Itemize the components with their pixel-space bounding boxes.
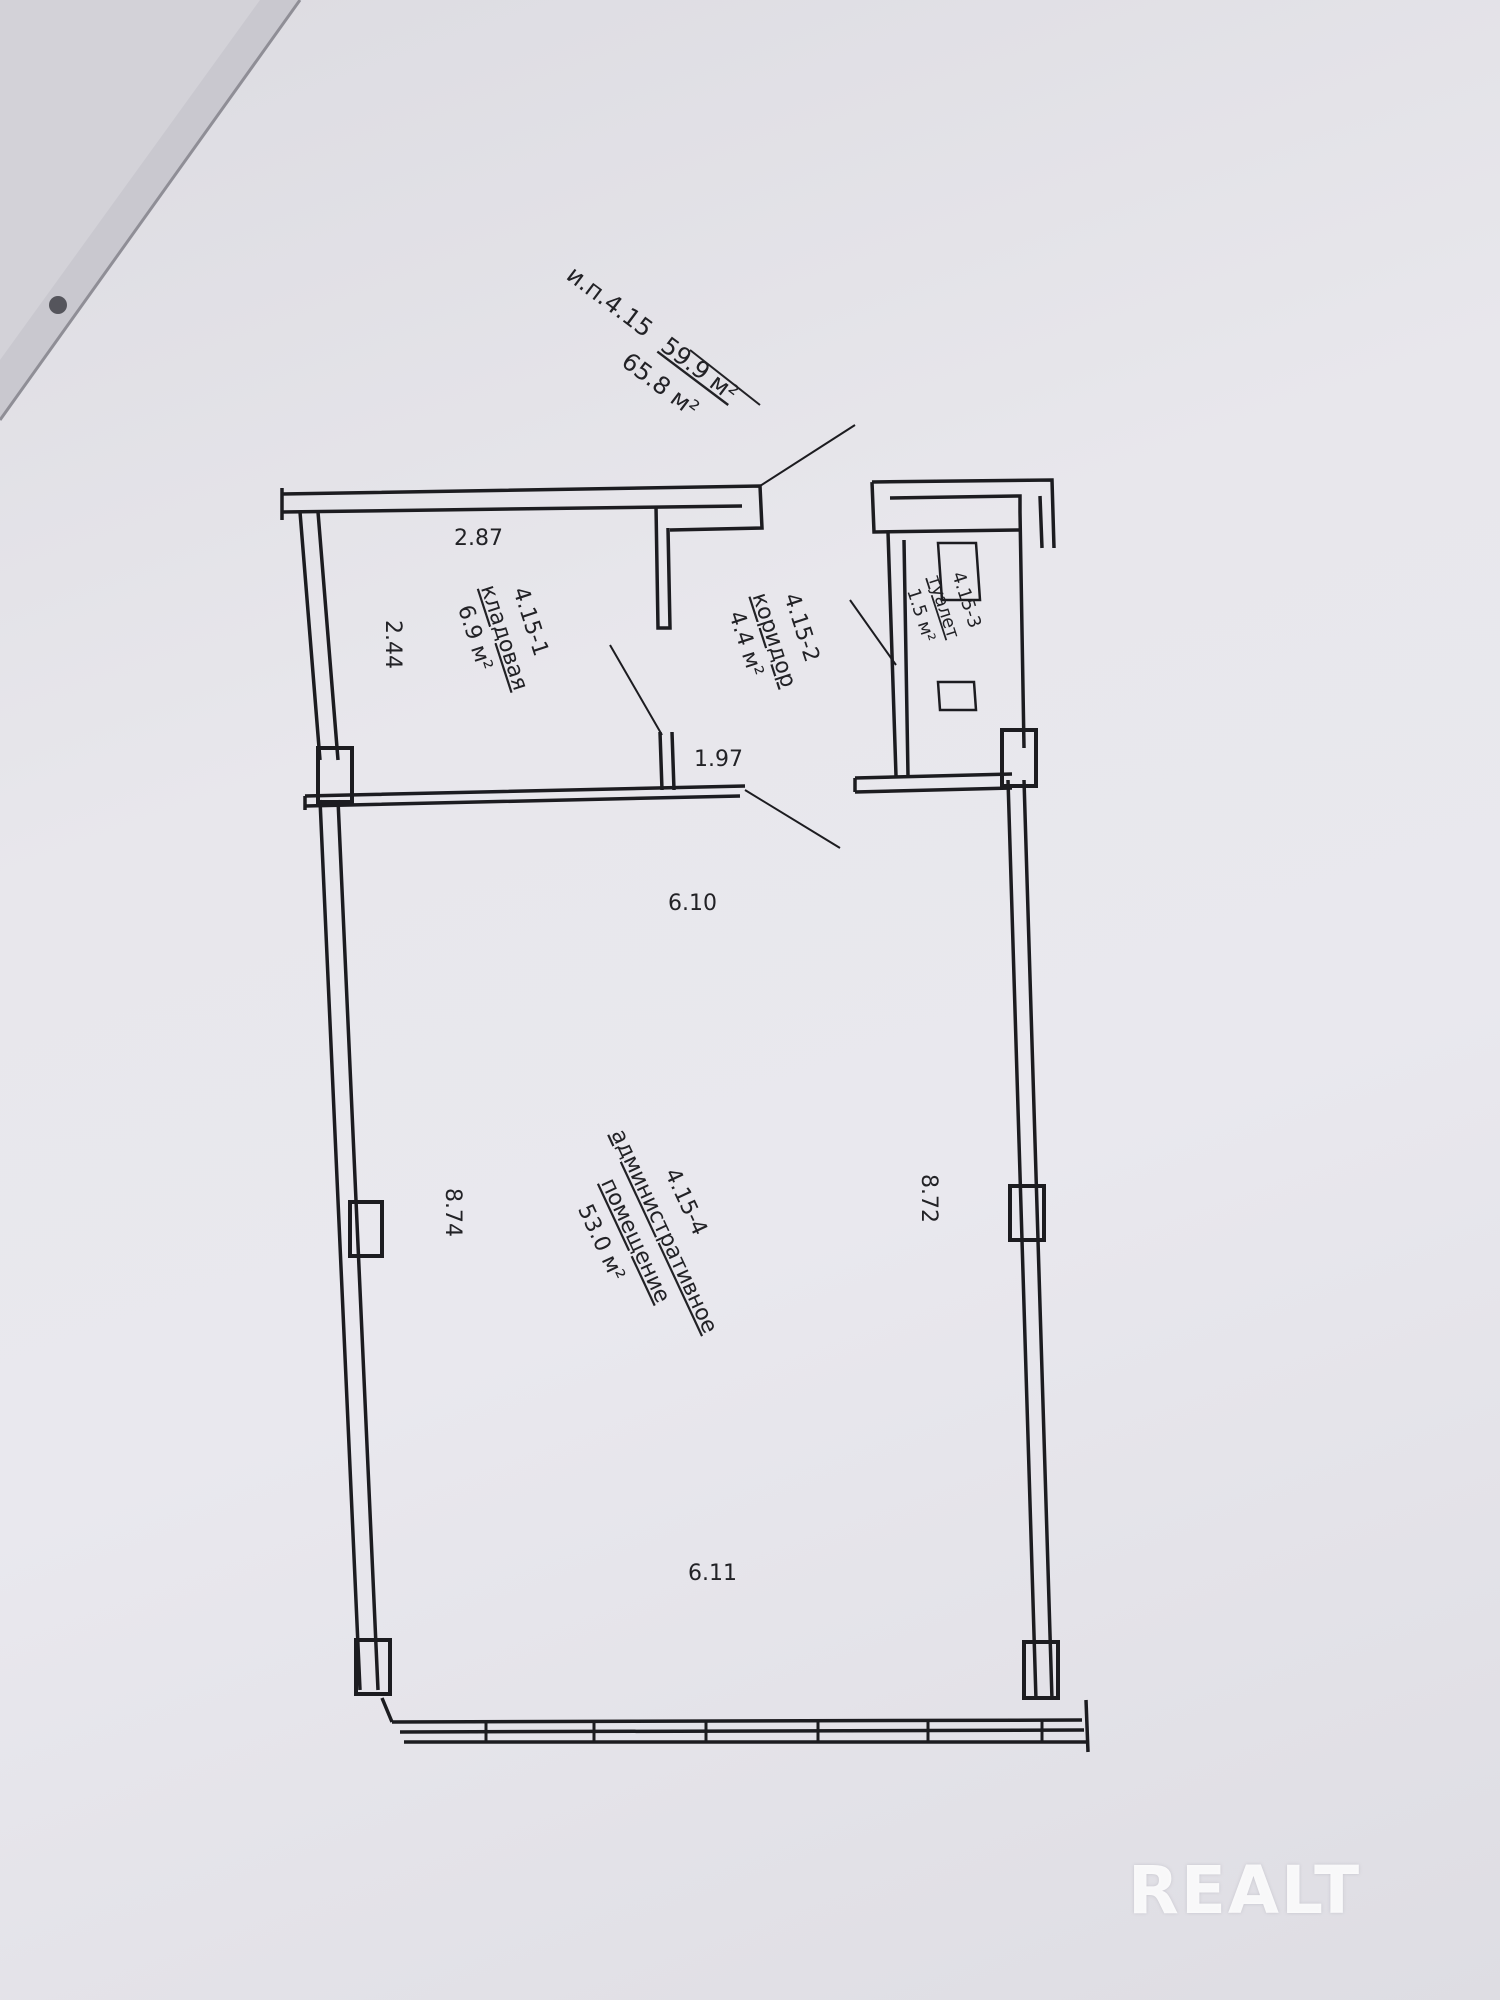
window-mullions <box>484 1721 1044 1742</box>
room-toilet: 4.15-3 туалет 1.5 м² <box>902 569 985 645</box>
wall-left-storage <box>298 511 340 761</box>
column <box>354 1638 392 1696</box>
toilet-fixture <box>936 541 982 602</box>
wall-toilet <box>870 478 1056 749</box>
toilet-cistern <box>936 680 978 712</box>
storage-door-jamb <box>658 731 676 791</box>
unit-header: и.п.4.15 59.9 м² 65.8 м² <box>561 260 743 422</box>
dim-main-left: 8.74 <box>440 1188 465 1237</box>
column <box>1008 1184 1046 1242</box>
door-swing-storage <box>609 644 663 736</box>
wall-toilet-bottom <box>854 772 1013 794</box>
door-swing-main <box>744 789 841 849</box>
wall-partition <box>654 505 672 630</box>
door-swing-entry <box>759 424 856 487</box>
column <box>348 1200 384 1258</box>
wall-top <box>281 484 764 532</box>
columns <box>316 728 1060 1700</box>
paper-edge-line <box>0 0 302 421</box>
realt-watermark-logo: REALT <box>1128 1852 1362 1929</box>
wall-main-bottom <box>391 1718 1086 1744</box>
paper-pin <box>49 296 67 314</box>
column <box>316 746 354 804</box>
room-storage: 4.15-1 кладовая 6.9 м² <box>452 582 553 694</box>
paper-fold-highlight <box>0 0 260 360</box>
wall-storage-bottom <box>304 784 746 808</box>
room-corridor: 4.15-2 коридор 4.4 м² <box>723 590 824 691</box>
dim-storage-bottom: 1.97 <box>694 747 743 772</box>
unit-area-underline <box>689 349 761 406</box>
dim-main-bottom: 6.11 <box>688 1561 737 1586</box>
wall-main-left <box>318 799 380 1691</box>
unit-code: и.п.4.15 <box>561 260 658 343</box>
wall-toilet-left <box>886 531 910 777</box>
dim-main-top: 6.10 <box>668 891 717 916</box>
column <box>1000 728 1038 788</box>
plan-walls <box>280 424 1090 1753</box>
dim-top-storage: 2.87 <box>454 526 503 551</box>
wall-bottom-cap-right <box>1084 1699 1090 1753</box>
door-swing-toilet <box>849 599 897 666</box>
room-main: 4.15-4 административное помещение 53.0 м… <box>572 1125 722 1337</box>
dim-main-right: 8.72 <box>916 1174 941 1223</box>
dim-left-storage: 2.44 <box>380 620 405 669</box>
wall-bottom-cap-left <box>380 1697 394 1723</box>
column <box>1022 1640 1060 1700</box>
